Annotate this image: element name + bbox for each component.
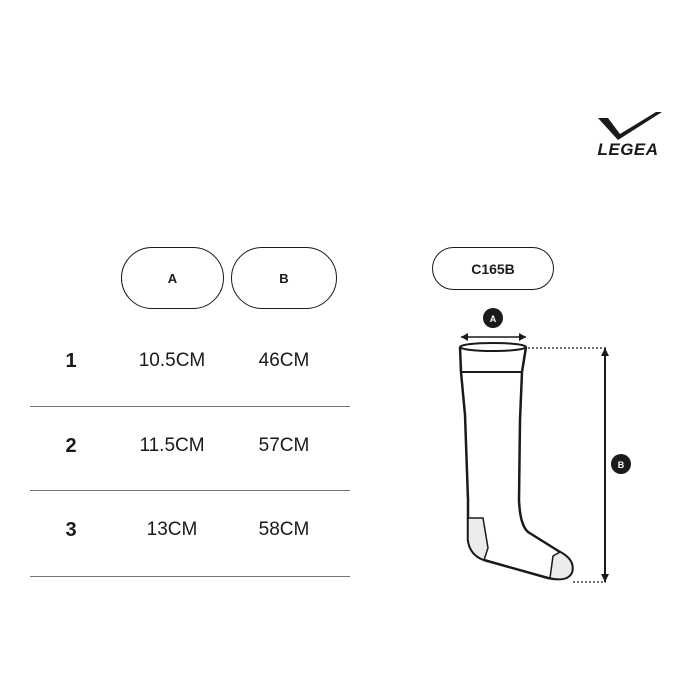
size-label: 1 (65, 350, 77, 372)
brand-name: LEGEA (597, 140, 659, 159)
legea-logo-icon (598, 112, 662, 140)
row-divider (30, 406, 350, 407)
column-header-b: B (231, 247, 337, 309)
label-b: B (618, 460, 625, 470)
measure-b-cell: 58CM (258, 519, 310, 540)
measure-a-cell: 10.5CM (138, 350, 206, 371)
label-a: A (490, 314, 497, 324)
size-label: 2 (65, 435, 77, 457)
measure-b-cell: 57CM (258, 435, 310, 456)
measure-b-cell: 46CM (258, 350, 310, 371)
measure-a-cell: 11.5CM (139, 435, 205, 456)
row-divider (30, 576, 350, 577)
measure-a-cell: 13CM (146, 519, 198, 540)
model-code-badge: C165B (432, 247, 554, 290)
sock-diagram-icon: A B (458, 308, 631, 583)
dimension-arrow-icon (461, 333, 526, 341)
size-label: 3 (65, 519, 77, 541)
brand-logo: LEGEA (590, 110, 670, 160)
row-divider (30, 490, 350, 491)
column-header-a: A (121, 247, 224, 309)
